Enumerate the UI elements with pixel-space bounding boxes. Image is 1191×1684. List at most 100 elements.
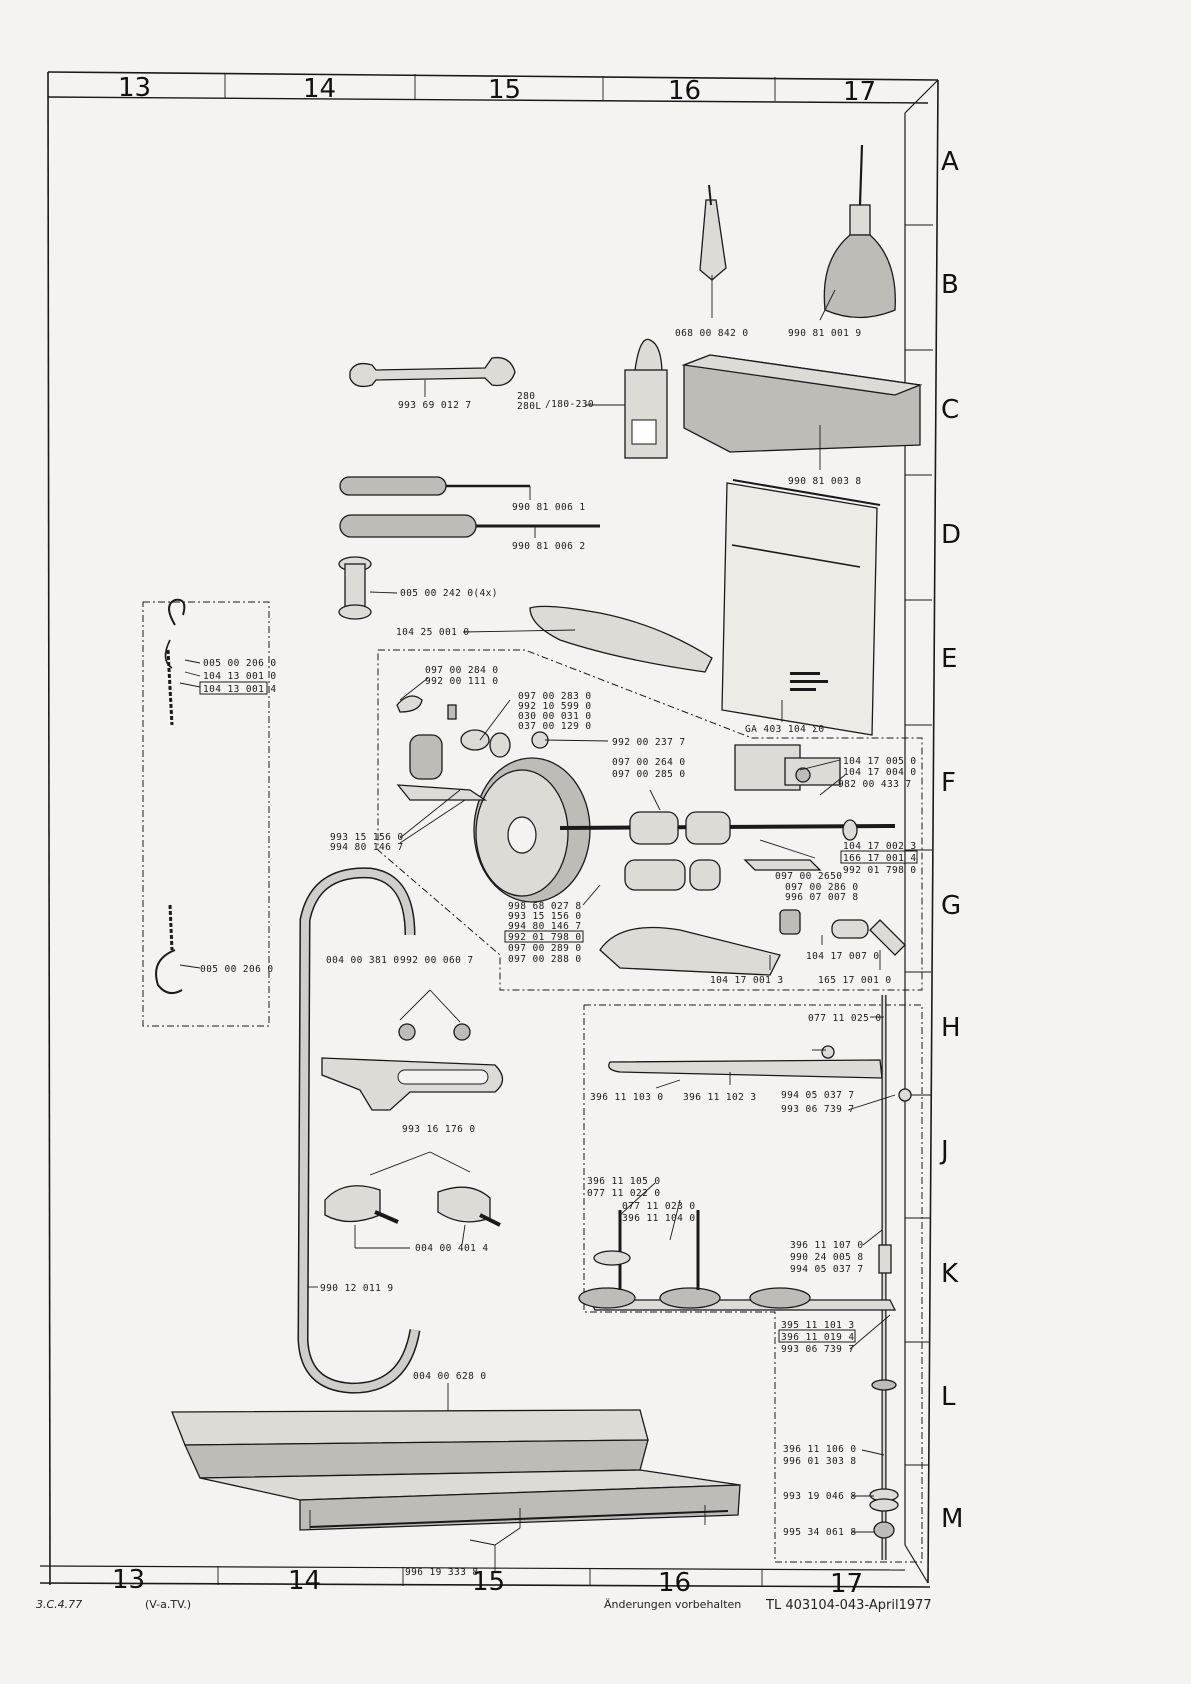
- label-bulb-280l: 280L: [517, 401, 541, 412]
- label-993-739b: 993 06 739 7: [781, 1344, 854, 1355]
- label-manual: GA 403 104 Σ0: [745, 724, 825, 735]
- label-bobbin: 005 00 242 0(4x): [400, 588, 498, 599]
- footer-changes-reserved: Änderungen vorbehalten: [604, 1598, 741, 1611]
- label-chain-c: 104 13 001 4: [203, 684, 276, 695]
- belt-guide-part: [321, 989, 504, 1111]
- label-oiler-nozzle: 068 00 842 0: [675, 328, 748, 339]
- column-number-14-bottom: 14: [288, 1566, 321, 1596]
- label-996-303: 996 01 303 8: [783, 1456, 856, 1467]
- footer-revision-note: (V-a.TV.): [145, 1598, 191, 1611]
- motor-shaft-assembly: [396, 744, 906, 976]
- label-097-289: 097 00 289 0: [508, 943, 581, 954]
- row-letter-l: L: [941, 1382, 956, 1412]
- label-994-146b: 994 80 146 7: [508, 921, 581, 932]
- label-104-005: 104 17 005 0: [843, 756, 916, 767]
- label-077-023: 077 11 023 0: [622, 1201, 695, 1212]
- column-number-15-bottom: 15: [472, 1567, 505, 1597]
- bearing-blocks-part: [324, 1151, 501, 1249]
- label-992-798: 992 01 798 0: [843, 865, 916, 876]
- column-number-16-bottom: 16: [658, 1568, 691, 1598]
- box-chain-c: [199, 681, 268, 695]
- label-995-061: 995 34 061 8: [783, 1527, 856, 1538]
- row-letter-b: B: [941, 270, 959, 300]
- label-tin-box: 990 81 003 8: [788, 476, 861, 487]
- drawing-frame: [39, 71, 939, 1588]
- label-994-037b: 994 05 037 7: [790, 1264, 863, 1275]
- label-bearing-block: 004 00 401 4: [415, 1243, 488, 1254]
- chain-hook-top-part: [164, 598, 201, 726]
- label-994-037: 994 05 037 7: [781, 1090, 854, 1101]
- footer-document-reference: TL 403104-043-April1977: [765, 1598, 932, 1613]
- screwdriver-small-part: [339, 476, 531, 500]
- bobbin-part: [338, 556, 398, 620]
- wrench-part: [349, 356, 516, 397]
- column-number-14-top: 14: [303, 74, 336, 104]
- label-077-025: 077 11 025 0: [808, 1013, 881, 1024]
- label-396-106: 396 11 106 0: [783, 1444, 856, 1455]
- row-letter-a: A: [941, 147, 959, 177]
- label-396-105: 396 11 105 0: [587, 1176, 660, 1187]
- label-097-283: 097 00 283 0: [518, 691, 591, 702]
- label-396-103: 396 11 103 0: [590, 1092, 663, 1103]
- row-letter-f: F: [941, 768, 956, 798]
- cleaning-cloth-part: [462, 605, 713, 673]
- label-396-104: 396 11 104 0: [622, 1213, 695, 1224]
- oil-can-part: [819, 144, 896, 321]
- label-097-288: 097 00 288 0: [508, 954, 581, 965]
- label-base-screws: 996 19 333 8: [405, 1567, 478, 1578]
- label-993-156b: 993 15 156 0: [508, 911, 581, 922]
- label-chain-b: 104 13 001 0: [203, 671, 276, 682]
- motor-pulley-part: [473, 757, 591, 903]
- box-992-798b: [504, 930, 584, 943]
- column-number-17-top: 17: [843, 77, 876, 107]
- label-oil-can: 990 81 001 9: [788, 328, 861, 339]
- label-992-237: 992 00 237 7: [612, 737, 685, 748]
- label-396-107: 396 11 107 0: [790, 1240, 863, 1251]
- label-992-599: 992 10 599 0: [518, 701, 591, 712]
- box-396-019: [778, 1329, 856, 1343]
- label-992-111: 992 00 111 0: [425, 676, 498, 687]
- label-wrench: 993 69 012 7: [398, 400, 471, 411]
- label-993-156: 993 15 156 0: [330, 832, 403, 843]
- thread-stand-group-outline: [583, 1004, 923, 1563]
- label-104-004: 104 17 004 0: [843, 767, 916, 778]
- row-letter-g: G: [941, 891, 961, 921]
- label-clamp: 993 16 176 0: [402, 1124, 475, 1135]
- column-number-17-bottom: 17: [830, 1569, 863, 1599]
- row-letter-d: D: [941, 520, 961, 550]
- row-letter-j: J: [939, 1136, 949, 1166]
- row-letter-k: K: [941, 1259, 959, 1289]
- label-chain-d: 005 00 206 0: [200, 964, 273, 975]
- label-994-146: 994 80 146 7: [330, 842, 403, 853]
- label-395-101: 395 11 101 3: [781, 1320, 854, 1331]
- label-996-007: 996 07 007 8: [785, 892, 858, 903]
- drive-belt-part: [297, 867, 421, 1394]
- lamp-bulb-part: [585, 338, 668, 459]
- label-030-031: 030 00 031 0: [518, 711, 591, 722]
- row-letter-e: E: [941, 644, 957, 674]
- chain-group-outline: [142, 601, 270, 1027]
- label-990-005: 990 24 005 8: [790, 1252, 863, 1263]
- row-letter-c: C: [941, 395, 959, 425]
- label-097-285: 097 00 285 0: [612, 769, 685, 780]
- column-number-13-bottom: 13: [112, 1565, 145, 1595]
- motor-group-outline: [377, 649, 923, 991]
- column-number-13-top: 13: [118, 73, 151, 103]
- label-097-284: 097 00 284 0: [425, 665, 498, 676]
- label-396-019: 396 11 019 4: [781, 1332, 854, 1343]
- label-982-433: 982 00 433 7: [838, 779, 911, 790]
- label-104-001: 104 17 001 3: [710, 975, 783, 986]
- label-bulb-voltage: /180-230: [545, 399, 594, 410]
- row-letter-h: H: [941, 1013, 961, 1043]
- column-number-16-top: 16: [668, 76, 701, 106]
- label-screwdriver-small: 990 81 006 1: [512, 502, 585, 513]
- chain-hook-bottom-part: [155, 904, 201, 995]
- base-tray-part: [171, 1409, 741, 1572]
- manual-booklet-part: [721, 479, 881, 736]
- label-998-027: 998 68 027 8: [508, 901, 581, 912]
- label-screwdriver-large: 990 81 006 2: [512, 541, 585, 552]
- label-cleaning-cloth: 104 25 001 0: [396, 627, 469, 638]
- motor-leader-lines: [399, 677, 881, 970]
- tin-box-part: [681, 354, 923, 470]
